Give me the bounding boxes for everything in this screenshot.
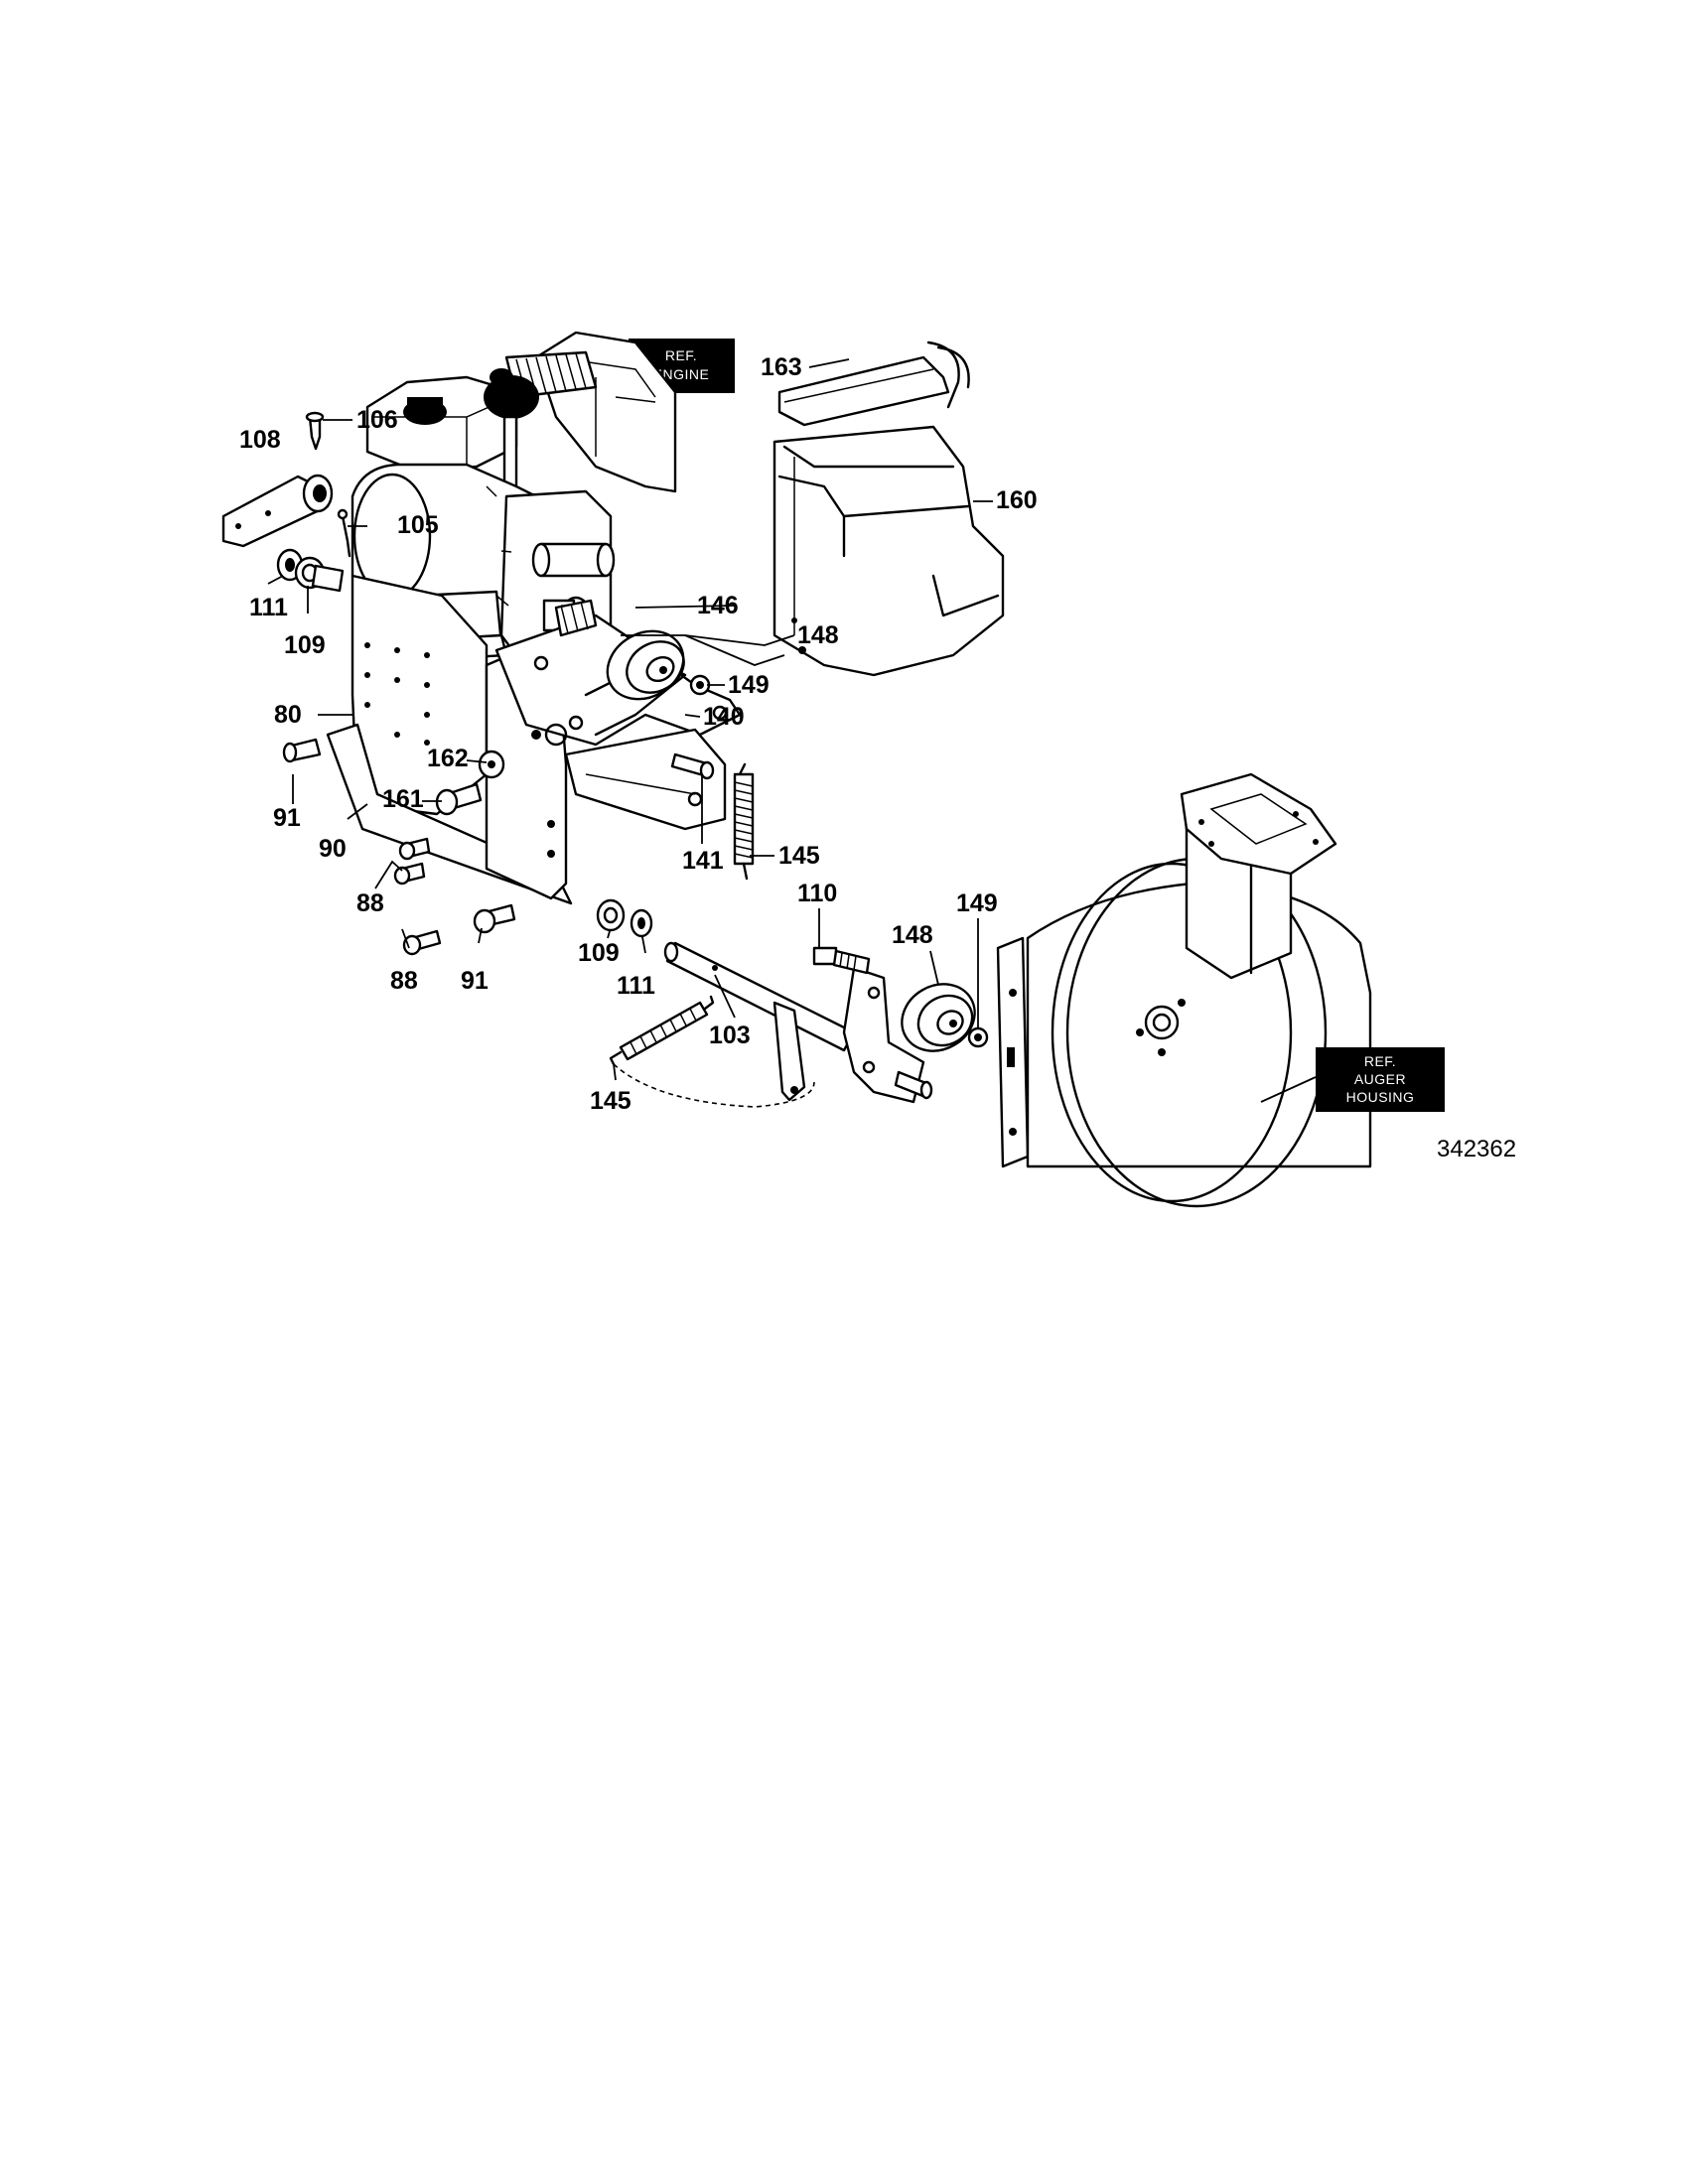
auger-housing <box>996 772 1372 1208</box>
label-145-bottom: 145 <box>590 1087 632 1115</box>
label-103: 103 <box>709 1022 751 1049</box>
label-140: 140 <box>703 703 745 731</box>
cotter-105 <box>337 508 351 558</box>
ref-engine-line2: ENGINE <box>653 366 710 382</box>
ref-auger-line3: HOUSING <box>1346 1089 1415 1105</box>
ref-auger-housing-box: REF. AUGER HOUSING <box>1260 1047 1445 1112</box>
label-109-bottom: 109 <box>578 939 620 967</box>
label-161: 161 <box>382 785 424 813</box>
cap-163 <box>777 341 970 427</box>
ref-engine-line1: REF. <box>665 347 697 363</box>
label-90: 90 <box>319 835 347 863</box>
label-145-right: 145 <box>778 842 820 870</box>
label-111-bottom: 111 <box>617 972 655 1000</box>
screw-91-bottom <box>473 903 516 934</box>
label-163: 163 <box>761 353 802 381</box>
diagram-number: 342362 <box>1437 1136 1516 1162</box>
ref-auger-line1: REF. <box>1364 1053 1396 1069</box>
pin-106 <box>305 411 325 451</box>
label-80: 80 <box>274 701 302 729</box>
lever-108 <box>221 474 334 548</box>
spring-145-bottom <box>609 995 815 1108</box>
pulley-bracket <box>842 966 933 1104</box>
label-91-top: 91 <box>273 804 301 832</box>
washer-162 <box>478 750 505 779</box>
label-160: 160 <box>996 486 1038 514</box>
lower-pulley-148 <box>901 983 976 1052</box>
label-109-top: 109 <box>284 631 326 659</box>
label-141: 141 <box>682 847 724 875</box>
shaft-103 <box>663 941 856 1102</box>
part-labels: 163 160 106 108 105 111 109 146 148 149 … <box>239 353 1038 1115</box>
screw-91-top <box>282 738 322 763</box>
bolt-110 <box>812 946 871 975</box>
label-111-top: 111 <box>249 594 288 621</box>
upper-pulley-148 <box>606 629 711 701</box>
leader-lines <box>267 358 993 1081</box>
bushing-109-bottom <box>596 898 626 932</box>
belt-cover-160 <box>772 425 1005 677</box>
label-91-bottom: 91 <box>461 967 489 995</box>
ref-auger-line2: AUGER <box>1354 1071 1406 1087</box>
screw-88-bottom <box>402 929 442 956</box>
label-148-top: 148 <box>797 621 839 649</box>
screw-161 <box>435 782 483 816</box>
nut-149-bottom <box>967 1026 989 1048</box>
bushing-109-top <box>294 556 345 593</box>
label-88-top: 88 <box>356 889 384 917</box>
label-149-bottom: 149 <box>956 889 998 917</box>
label-162: 162 <box>427 745 469 772</box>
label-88-bottom: 88 <box>390 967 418 995</box>
label-108: 108 <box>239 426 281 454</box>
bolt-141 <box>670 752 715 780</box>
label-110: 110 <box>797 880 837 907</box>
label-148-bottom: 148 <box>892 921 933 949</box>
frame-plates <box>326 574 742 905</box>
screws-88-top <box>393 837 431 886</box>
label-105: 105 <box>397 511 439 539</box>
spring-145-right <box>733 762 755 881</box>
label-106: 106 <box>356 406 398 434</box>
label-146: 146 <box>697 592 739 619</box>
label-149-top: 149 <box>728 671 770 699</box>
washer-111-bottom <box>630 908 653 938</box>
